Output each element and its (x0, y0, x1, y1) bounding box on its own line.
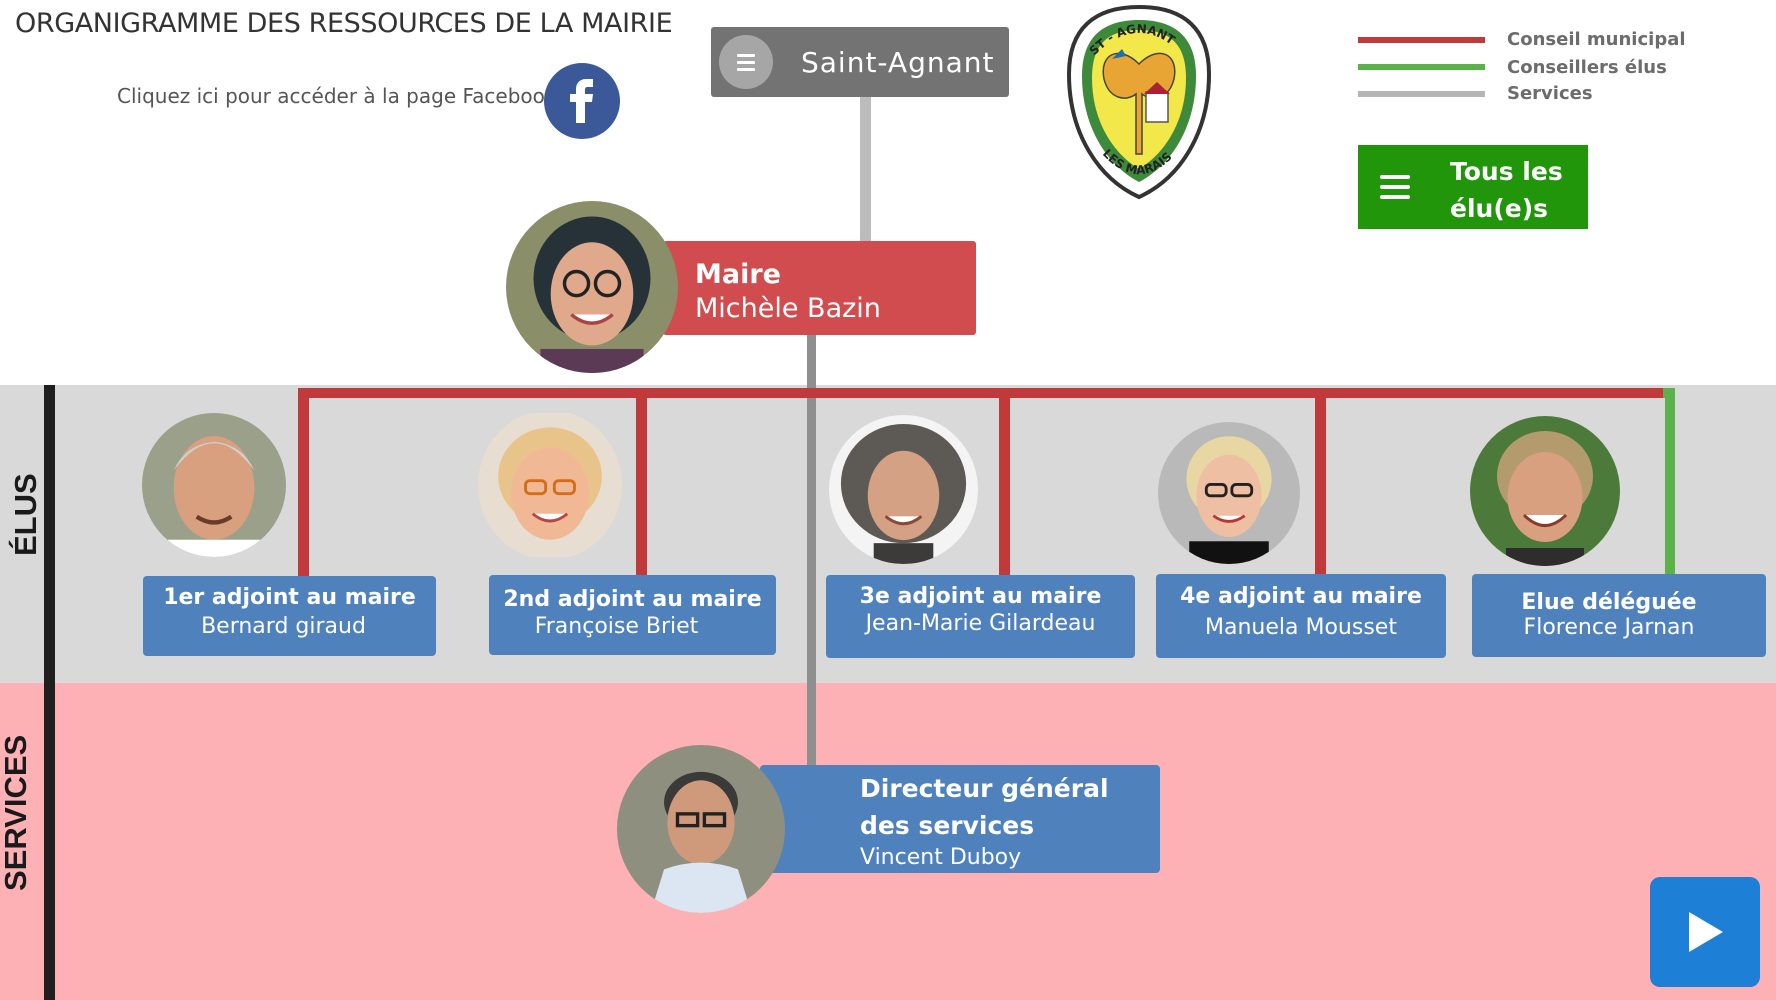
elu-connector-4 (1315, 388, 1326, 576)
legend-label-elus: Conseillers élus (1507, 57, 1667, 78)
services-connector (807, 335, 816, 765)
elu-connector-1 (298, 388, 309, 576)
elu-name-2: Françoise Briet (534, 614, 699, 639)
elu-avatar-3 (829, 415, 978, 564)
elu-card-2[interactable]: 2nd adjoint au maire Françoise Briet (489, 575, 776, 655)
town-crest-logo: ST - AGNANT LES MARAIS (1064, 4, 1214, 204)
all-elus-button[interactable]: Tous les élu(e)s (1358, 145, 1588, 229)
elu-card-5[interactable]: Elue déléguée Florence Jarnan (1472, 574, 1766, 657)
legend-line-conseil (1358, 37, 1485, 43)
elu-avatar-2 (478, 410, 622, 560)
legend-label-conseil: Conseil municipal (1507, 29, 1686, 50)
facebook-button[interactable] (544, 63, 620, 139)
elu-connector-2 (636, 388, 647, 576)
page-title: ORGANIGRAMME DES RESSOURCES DE LA MAIRIE (15, 8, 673, 39)
elu-name-1: Bernard giraud (201, 614, 366, 639)
conseil-horizontal-line (298, 388, 1668, 398)
elu-role-5: Elue déléguée (1521, 590, 1697, 615)
play-icon (1689, 912, 1723, 952)
elu-role-4: 4e adjoint au maire (1180, 584, 1422, 609)
maire-role: Maire (695, 259, 781, 290)
menu-icon (719, 35, 773, 89)
elu-avatar-5 (1470, 416, 1620, 566)
elu-avatar-4 (1158, 422, 1300, 564)
elu-avatar-1 (142, 413, 286, 557)
facebook-icon (570, 79, 593, 123)
maire-avatar (506, 201, 678, 373)
band-divider-bar (44, 385, 55, 1000)
elu-name-5: Florence Jarnan (1523, 615, 1695, 640)
elu-card-4[interactable]: 4e adjoint au maire Manuela Mousset (1156, 574, 1446, 658)
service-avatar-dgs (617, 745, 785, 913)
root-node-saint-agnant[interactable]: Saint-Agnant (711, 27, 1009, 97)
elu-card-3[interactable]: 3e adjoint au maire Jean-Marie Gilardeau (826, 575, 1135, 658)
all-elus-label: Tous les élu(e)s (1450, 157, 1563, 223)
elu-card-1[interactable]: 1er adjoint au maire Bernard giraud (143, 576, 436, 656)
elu-connector-5 (1665, 388, 1675, 576)
maire-name: Michèle Bazin (695, 293, 881, 324)
facebook-link-text[interactable]: Cliquez ici pour accéder à la page Faceb… (117, 84, 557, 108)
elu-name-3: Jean-Marie Gilardeau (865, 611, 1096, 636)
service-role: Directeur général des services (860, 774, 1109, 840)
menu-icon (1380, 175, 1410, 199)
elu-role-3: 3e adjoint au maire (859, 584, 1102, 609)
service-card-dgs[interactable]: Directeur général des services Vincent D… (760, 765, 1160, 873)
elu-role-1: 1er adjoint au maire (163, 585, 416, 610)
root-node-label: Saint-Agnant (801, 45, 995, 79)
elu-role-2: 2nd adjoint au maire (503, 587, 762, 612)
play-button[interactable] (1650, 877, 1760, 987)
legend-label-services: Services (1507, 83, 1593, 104)
service-name: Vincent Duboy (860, 845, 1022, 870)
legend-line-elus (1358, 64, 1485, 70)
root-connector (860, 97, 871, 241)
elu-name-4: Manuela Mousset (1205, 615, 1397, 640)
maire-card[interactable]: Maire Michèle Bazin (663, 241, 976, 335)
elu-connector-3 (999, 388, 1010, 576)
legend-line-services (1358, 91, 1485, 97)
